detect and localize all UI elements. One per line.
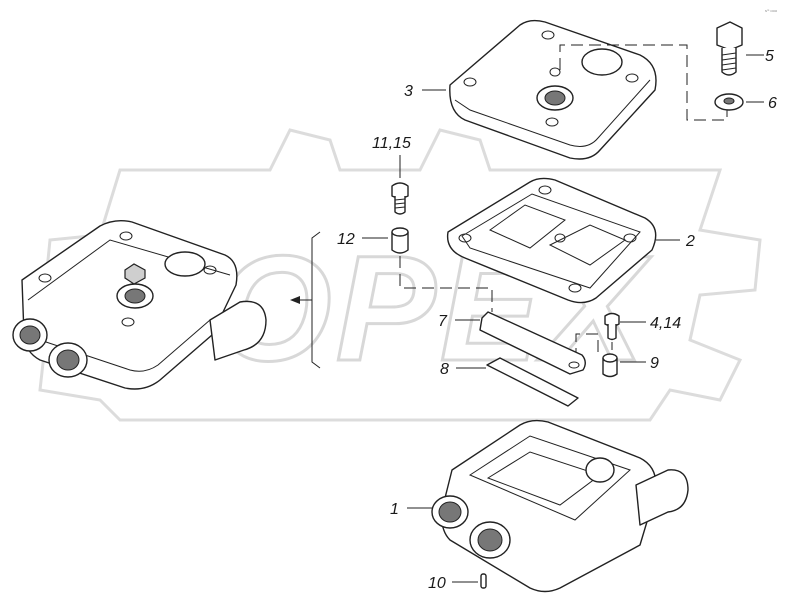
callout-7: 7 [438,313,448,330]
assembled-head [12,219,267,390]
corner-mark: sᵐ ooo [765,8,778,13]
part-pin [480,573,487,589]
part-sleeve [391,227,409,254]
leader-lines [362,54,764,583]
callout-4-14: 4,14 [650,315,681,332]
part-washer [714,93,744,111]
assembly-line-sleeve [399,256,493,312]
callout-12: 12 [337,231,355,248]
part-cover [449,19,657,160]
part-bolt [716,21,743,76]
part-reed-plate [479,311,586,375]
callout-10: 10 [428,575,446,592]
callout-3: 3 [404,83,413,100]
part-small-screw [604,312,620,341]
callout-11-15: 11,15 [372,135,411,152]
assembly-line-bolt [559,44,728,121]
callout-1: 1 [390,501,399,518]
callout-labels: 1 2 3 4,14 5 6 7 8 9 10 11,15 12 [337,48,777,592]
callout-2: 2 [685,233,695,250]
part-screw [391,182,409,215]
part-strip [486,357,579,407]
assembly-bracket [290,231,321,369]
callout-9: 9 [650,355,659,372]
assembly-line-small-screw [575,333,613,352]
part-head-body [431,419,689,593]
part-gasket [446,177,657,304]
callout-6: 6 [768,95,777,112]
callout-5: 5 [765,48,774,65]
callout-8: 8 [440,361,449,378]
part-small-sleeve [602,353,618,378]
